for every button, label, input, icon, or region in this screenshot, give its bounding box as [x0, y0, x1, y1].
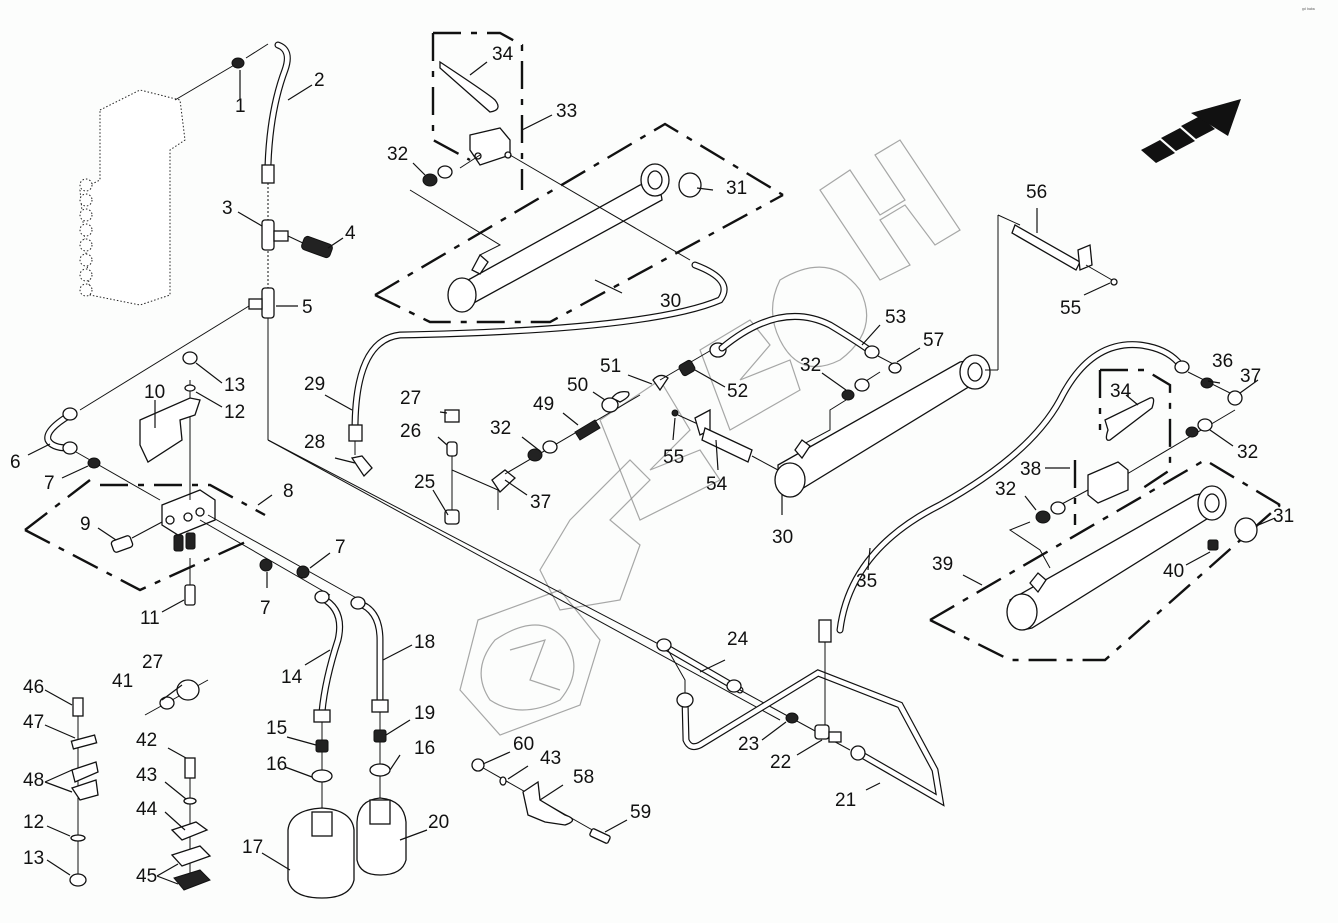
callout-16a: 16	[266, 754, 287, 775]
callout-19: 19	[414, 703, 435, 724]
callout-50: 50	[567, 375, 588, 396]
callout-27b: 27	[142, 652, 163, 673]
callout-29: 29	[304, 374, 325, 395]
corner-mark: ᵍᵈ ᵇᵃᵇᵃ	[1302, 7, 1315, 13]
callout-24: 24	[727, 629, 749, 650]
callout-13a: 13	[224, 375, 245, 396]
middle-fittings-group	[444, 342, 727, 525]
callout-22: 22	[770, 752, 791, 773]
callout-23: 23	[738, 734, 759, 755]
callout-43a: 43	[136, 765, 157, 786]
callout-31a: 31	[726, 178, 747, 199]
callout-17: 17	[242, 837, 263, 858]
callout-12b: 12	[23, 812, 44, 833]
callout-48: 48	[23, 770, 44, 791]
callout-56: 56	[1026, 182, 1047, 203]
callout-21: 21	[835, 790, 856, 811]
callout-12a: 12	[224, 402, 245, 423]
callout-32e: 32	[1237, 442, 1258, 463]
callout-7a: 7	[44, 473, 55, 494]
callout-32c: 32	[800, 355, 821, 376]
distributor-group	[24, 305, 361, 606]
clamp-group-right	[144, 679, 212, 891]
callout-14: 14	[281, 667, 303, 688]
callout-49: 49	[533, 394, 554, 415]
top-cylinder-group	[374, 31, 784, 324]
callout-55a: 55	[663, 447, 684, 468]
forward-direction-arrow	[1141, 99, 1241, 163]
callout-7b: 7	[335, 537, 346, 558]
callout-44: 44	[136, 799, 158, 820]
callout-18: 18	[414, 632, 435, 653]
control-valve-block	[79, 89, 186, 306]
callout-16b: 16	[414, 738, 435, 759]
callout-37b: 37	[530, 492, 551, 513]
long-hose-group	[348, 261, 728, 478]
callout-8: 8	[283, 481, 294, 502]
callout-59: 59	[630, 802, 651, 823]
callout-32a: 32	[387, 144, 408, 165]
callout-11: 11	[140, 608, 160, 629]
callout-10: 10	[144, 382, 165, 403]
callout-54: 54	[706, 474, 728, 495]
accumulator-group	[287, 590, 407, 899]
watermark-logo	[459, 589, 601, 736]
callout-5: 5	[302, 297, 313, 318]
callout-41: 41	[112, 671, 133, 692]
bracket-group	[471, 758, 611, 844]
pressure-line-group	[174, 41, 781, 721]
callout-30b: 30	[772, 527, 793, 548]
callout-34a: 34	[492, 44, 514, 65]
callout-6: 6	[10, 452, 21, 473]
callout-34b: 34	[1110, 381, 1132, 402]
callout-53: 53	[885, 307, 906, 328]
callout-47: 47	[23, 712, 44, 733]
callout-labels: 1 2 3 4 5 6 7 7 7 8 9 10 11 12 12 13 13 …	[10, 44, 1294, 887]
callout-55b: 55	[1060, 298, 1081, 319]
callout-37a: 37	[1240, 366, 1261, 387]
callout-33: 33	[556, 101, 577, 122]
return-line-group	[267, 439, 945, 807]
callout-4: 4	[345, 223, 356, 244]
callout-40: 40	[1163, 561, 1184, 582]
callout-28: 28	[304, 432, 325, 453]
callout-25: 25	[414, 472, 435, 493]
callout-52: 52	[727, 381, 748, 402]
callout-20: 20	[428, 812, 449, 833]
middle-cylinder-group	[671, 214, 1118, 498]
callout-38: 38	[1020, 459, 1041, 480]
callout-15: 15	[266, 718, 287, 739]
callout-7c: 7	[260, 598, 271, 619]
clamp-group-left	[69, 697, 99, 887]
right-cylinder-group	[818, 341, 1281, 662]
callout-31b: 31	[1273, 506, 1294, 527]
callout-32d: 32	[995, 479, 1016, 500]
callout-27a: 27	[400, 388, 421, 409]
callout-35: 35	[856, 571, 877, 592]
callout-58: 58	[573, 767, 594, 788]
callout-1: 1	[235, 96, 246, 117]
callout-3: 3	[222, 198, 233, 219]
callout-46: 46	[23, 677, 44, 698]
callout-32b: 32	[490, 418, 511, 439]
callout-26: 26	[400, 421, 421, 442]
callout-13b: 13	[23, 848, 44, 869]
callout-51: 51	[600, 356, 621, 377]
leader-lines	[27, 61, 1276, 885]
callout-2: 2	[314, 70, 325, 91]
callout-9: 9	[80, 514, 91, 535]
callout-43b: 43	[540, 748, 561, 769]
callout-45: 45	[136, 866, 157, 887]
callout-39: 39	[932, 554, 953, 575]
callout-30a: 30	[660, 291, 681, 312]
callout-36: 36	[1212, 351, 1233, 372]
callout-57: 57	[923, 330, 944, 351]
callout-60: 60	[513, 734, 534, 755]
callout-42: 42	[136, 730, 157, 751]
